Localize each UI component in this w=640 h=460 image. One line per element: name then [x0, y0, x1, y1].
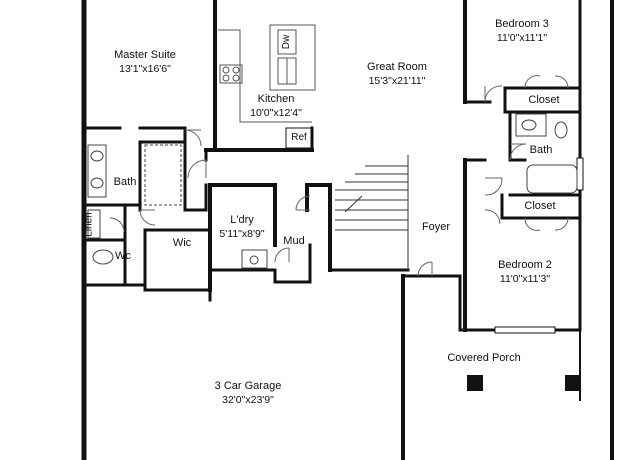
great-room-label: Great Room 15'3"x21'11"	[367, 60, 427, 88]
master-suite-name: Master Suite	[114, 49, 176, 61]
bedroom2-dims: 11'0"x11'3"	[499, 273, 551, 285]
master-shower	[144, 144, 182, 206]
wc-toilet	[92, 249, 114, 265]
range	[219, 64, 243, 84]
laundry-sink	[241, 249, 268, 269]
bedroom2-label: Bedroom 2 11'0"x11'3"	[498, 258, 552, 286]
bedroom3-dims: 11'0"x11'1"	[496, 32, 548, 44]
linen-label: Linen	[83, 212, 95, 237]
bathtub	[526, 164, 578, 194]
master-bath-label: Bath	[113, 176, 137, 188]
kitchen-counter	[218, 29, 312, 123]
covered-porch-label: Covered Porch	[447, 352, 521, 364]
bedroom2-window	[494, 326, 556, 334]
laundry-label: L'dry 5'11"x8'9"	[219, 213, 264, 241]
dishwasher-box	[277, 29, 297, 55]
hall-bath-label: Bath	[529, 144, 553, 156]
wic-label: Wic	[172, 237, 192, 249]
great-room-name: Great Room	[367, 61, 427, 73]
bedroom2-name: Bedroom 2	[498, 259, 552, 271]
laundry-name: L'dry	[230, 214, 254, 226]
bedroom3-label: Bedroom 3 11'0"x11'1"	[495, 17, 549, 45]
foyer-label: Foyer	[421, 221, 451, 233]
linen-shelf	[87, 209, 101, 239]
wc-label: Wc	[115, 250, 131, 262]
refrigerator-label: Ref	[291, 132, 307, 143]
master-suite-label: Master Suite 13'1"x16'6"	[114, 48, 176, 76]
great-room-dims: 15'3"x21'11"	[368, 75, 426, 87]
refrigerator-box	[285, 127, 313, 149]
bath-window	[576, 157, 584, 191]
kitchen-dims: 10'0"x12'4"	[250, 107, 302, 119]
garage-label: 3 Car Garage 32'0"x23'9"	[215, 379, 282, 407]
master-vanity	[87, 144, 107, 198]
stairs	[335, 155, 409, 270]
kitchen-name: Kitchen	[257, 93, 295, 105]
laundry-dims: 5'11"x8'9"	[219, 228, 265, 240]
master-suite-dims: 13'1"x16'6"	[119, 63, 171, 75]
closet-upper-label: Closet	[528, 94, 560, 106]
porch-post	[565, 375, 581, 391]
hall-toilet	[554, 121, 568, 139]
porch-post	[467, 375, 483, 391]
closet-lower-label: Closet	[524, 200, 556, 212]
garage-dims: 32'0"x23'9"	[222, 394, 274, 406]
dishwasher-label: Dw	[281, 34, 292, 50]
kitchen-label: Kitchen 10'0"x12'4"	[250, 92, 302, 120]
mud-label: Mud	[283, 235, 305, 247]
hall-vanity	[515, 113, 547, 137]
bedroom3-name: Bedroom 3	[495, 18, 549, 30]
garage-name: 3 Car Garage	[214, 380, 282, 392]
kitchen-island	[269, 24, 316, 91]
